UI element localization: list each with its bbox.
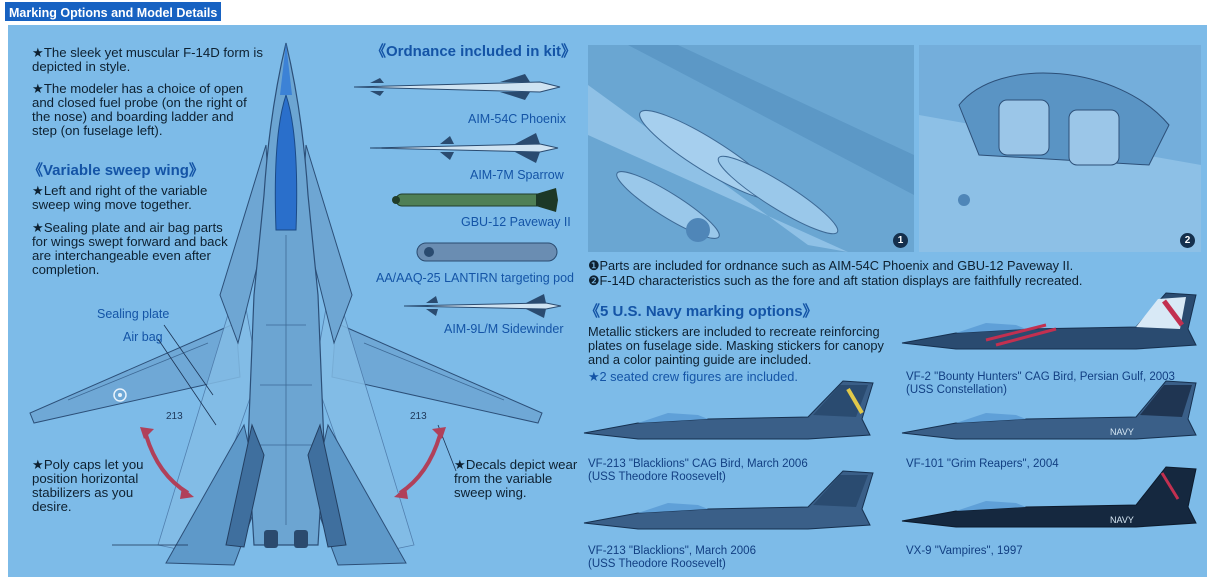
photo-badge-1: 1 [893, 233, 908, 248]
marking-caption-vf213-cag: VF-213 "Blacklions" CAG Bird, March 2006… [588, 458, 808, 483]
lantirn-pod-icon [416, 242, 558, 262]
jet-profile-vx9: NAVY [901, 466, 1197, 528]
sealing-plate-label: Sealing plate [97, 307, 170, 321]
photo-caption-2: ❷F-14D characteristics such as the fore … [588, 273, 1083, 288]
sealing-note: ★Sealing plate and air bag parts for win… [32, 220, 228, 277]
svg-text:213: 213 [410, 411, 427, 422]
marking-caption-vf213: VF-213 "Blacklions", March 2006 (USS The… [588, 545, 756, 570]
f14d-top-view-illustration: 213 213 [29, 42, 543, 566]
air-bag-label: Air bag [123, 330, 163, 344]
marking-caption-vf101-line1: VF-101 "Grim Reapers", 2004 [906, 458, 1059, 470]
photo-badge-2: 2 [1180, 233, 1195, 248]
jet-profile-vf2 [901, 292, 1197, 350]
ordnance-label-lantirn: AA/AAQ-25 LANTIRN targeting pod [376, 271, 575, 285]
marking-caption-vx9: VX-9 "Vampires", 1997 [906, 545, 1023, 558]
ordnance-label-gbu12: GBU-12 Paveway II [461, 215, 571, 229]
ordnance-heading: 《Ordnance included in kit》 [371, 43, 577, 60]
marking-caption-vf2-line2: (USS Constellation) [906, 383, 1007, 396]
jet-profile-vf101: NAVY [901, 380, 1197, 440]
photo-cockpit-scene [919, 45, 1201, 252]
marking-caption-vf213-line2: (USS Theodore Roosevelt) [588, 557, 726, 570]
section-title: Marking Options and Model Details [9, 6, 218, 20]
marking-caption-vf2: VF-2 "Bounty Hunters" CAG Bird, Persian … [906, 371, 1175, 396]
svg-text:NAVY: NAVY [1110, 515, 1134, 525]
decals-note: ★Decals depict wear from the variable sw… [454, 457, 578, 500]
photo-cockpit-detail: 2 [919, 45, 1201, 252]
photo-ordnance-detail: 1 [588, 45, 914, 252]
markings-heading: 《5 U.S. Navy marking options》 [585, 303, 818, 320]
poly-caps-note: ★Poly caps let you position horizontal s… [32, 457, 144, 514]
sweep-wing-heading: 《Variable sweep wing》 [28, 162, 204, 179]
svg-text:NAVY: NAVY [1110, 427, 1134, 437]
gbu-12-bomb-icon [392, 188, 558, 212]
marking-caption-vf213-line1: VF-213 "Blacklions", March 2006 [588, 545, 756, 557]
marking-caption-vf2-line1: VF-2 "Bounty Hunters" CAG Bird, Persian … [906, 371, 1175, 383]
marking-caption-vf101: VF-101 "Grim Reapers", 2004 [906, 458, 1059, 471]
aim-7m-missile-icon [369, 133, 559, 163]
ordnance-label-aim9: AIM-9L/M Sidewinder [444, 322, 564, 336]
photo-caption-1: ❶Parts are included for ordnance such as… [588, 258, 1074, 273]
ordnance-label-aim54c: AIM-54C Phoenix [468, 112, 566, 126]
marking-caption-vf213-cag-line2: (USS Theodore Roosevelt) [588, 470, 726, 483]
markings-description: Metallic stickers are included to recrea… [588, 324, 884, 367]
section-header: Marking Options and Model Details [5, 2, 222, 21]
jet-profile-vf213 [583, 470, 874, 530]
aim-9-missile-icon [403, 294, 562, 318]
form-note: ★The sleek yet muscular F-14D form is de… [32, 45, 263, 74]
aim-54c-missile-icon [353, 74, 561, 100]
ordnance-label-aim7m: AIM-7M Sparrow [470, 168, 564, 182]
probe-note: ★The modeler has a choice of open and cl… [32, 81, 247, 138]
marking-caption-vf213-cag-line1: VF-213 "Blacklions" CAG Bird, March 2006 [588, 458, 808, 470]
photo-ordnance-scene [588, 45, 914, 252]
sweep-move-note: ★Left and right of the variable sweep wi… [32, 183, 208, 212]
jet-profile-vf213-cag [583, 380, 874, 440]
svg-text:213: 213 [166, 411, 183, 422]
model-details-figure: ★The sleek yet muscular F-14D form is de… [8, 25, 1207, 577]
crew-figures-note: ★2 seated crew figures are included. [588, 369, 798, 384]
marking-caption-vx9-line1: VX-9 "Vampires", 1997 [906, 545, 1023, 557]
